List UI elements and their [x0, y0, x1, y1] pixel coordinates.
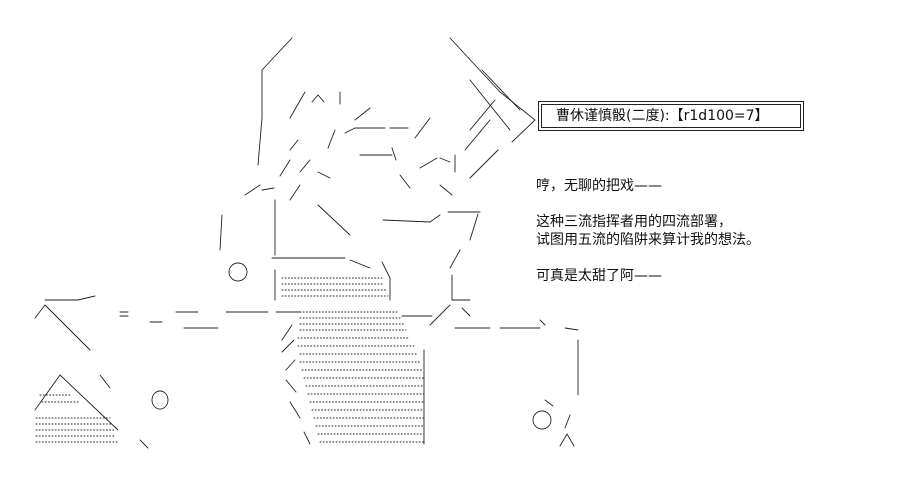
face-features	[279, 91, 456, 196]
body-outline	[219, 184, 481, 301]
right-figure	[544, 399, 575, 447]
dialogue-line: 试图用五流的陷阱来算计我的想法。	[536, 232, 760, 248]
dialogue-line: 可真是太甜了阿——	[536, 268, 662, 284]
dice-roll-text: 曹休谨慎骰(二度):【r1d100=7】	[541, 104, 801, 128]
dialogue-line	[536, 249, 866, 267]
dice-roll-box: 曹休谨慎骰(二度):【r1d100=7】	[538, 101, 804, 131]
dialogue-line: 哼，无聊的把戏——	[536, 178, 662, 194]
dialogue-text: 哼，无聊的把戏—— 这种三流指挥者用的四流部署， 试图用五流的陷阱来算计我的想法…	[536, 177, 866, 285]
left-tent	[34, 262, 552, 449]
hood-outline	[257, 37, 536, 179]
dialogue-line	[536, 195, 866, 213]
dialogue-line: 这种三流指挥者用的四流部署，	[536, 214, 732, 230]
shaded-area	[281, 277, 425, 443]
pedestal-outline	[175, 304, 579, 445]
